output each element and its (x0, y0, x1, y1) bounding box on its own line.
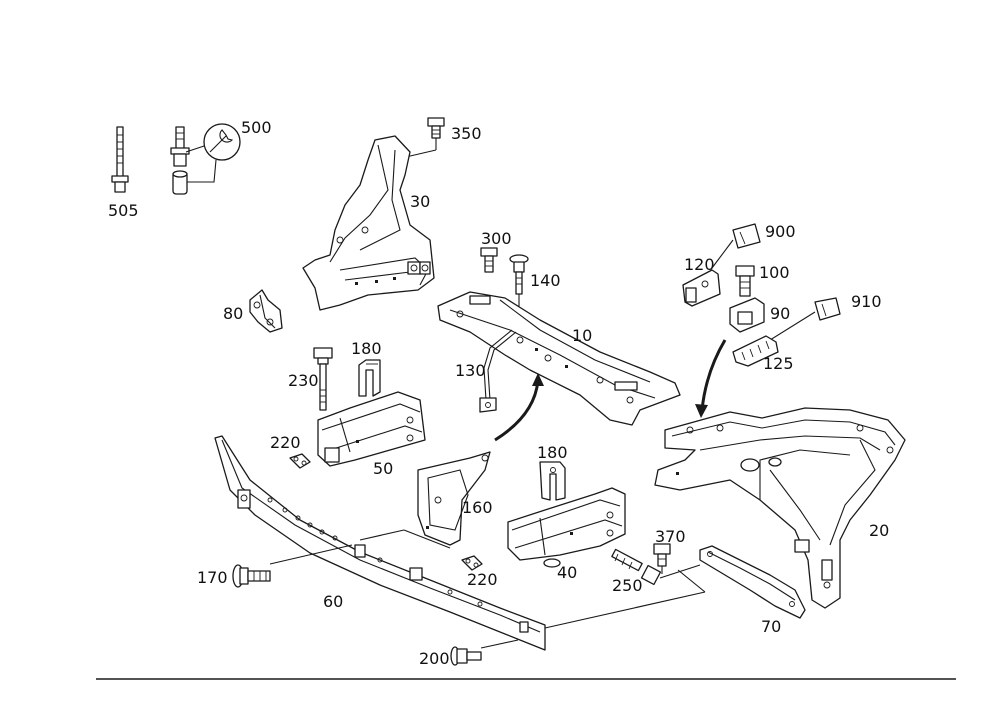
part-70-bracket (699, 545, 806, 619)
label-180-upper: 180 (351, 339, 382, 358)
part-370-bolt (653, 543, 671, 574)
label-350: 350 (451, 124, 482, 143)
part-505-long-bolt (111, 126, 129, 193)
arrow-to-carrier (695, 339, 727, 418)
part-500-bolt-set (170, 123, 241, 195)
label-500: 500 (241, 118, 272, 137)
label-90: 90 (770, 304, 790, 323)
label-910: 910 (851, 292, 882, 311)
label-30: 30 (410, 192, 430, 211)
part-230-bolt (313, 347, 333, 411)
wrench-icon (203, 123, 241, 161)
part-300-bolt (480, 247, 498, 273)
part-20-carrier (654, 407, 906, 609)
part-90-connector (729, 297, 765, 333)
label-370: 370 (655, 527, 686, 546)
part-900-tag (711, 223, 761, 269)
part-labels: 505 500 350 30 300 140 10 80 180 230 130… (108, 118, 889, 668)
part-180-clip-upper (358, 359, 381, 397)
part-125-harness (732, 335, 779, 367)
label-170: 170 (197, 568, 228, 587)
label-180-lower: 180 (537, 443, 568, 462)
part-120-clip (682, 269, 721, 307)
part-200-bolt (450, 639, 519, 666)
part-100-bolt (735, 265, 755, 297)
label-40: 40 (557, 563, 577, 582)
part-40-bracket (507, 487, 626, 568)
part-80-bracket (249, 289, 283, 333)
label-130: 130 (455, 361, 486, 380)
label-100: 100 (759, 263, 790, 282)
label-80: 80 (223, 304, 243, 323)
label-20: 20 (869, 521, 889, 540)
part-130-rod (479, 329, 517, 413)
label-300: 300 (481, 229, 512, 248)
label-60: 60 (323, 592, 343, 611)
label-220-lower: 220 (467, 570, 498, 589)
part-220-clip-upper (289, 453, 311, 469)
label-230: 230 (288, 371, 319, 390)
part-160-plate (417, 451, 491, 546)
label-125: 125 (763, 354, 794, 373)
label-900: 900 (765, 222, 796, 241)
label-160: 160 (462, 498, 493, 517)
part-250-bolt (544, 548, 706, 629)
label-70: 70 (761, 617, 781, 636)
part-180-clip-lower (539, 461, 566, 501)
label-200: 200 (419, 649, 450, 668)
label-140: 140 (530, 271, 561, 290)
part-50-bracket (317, 391, 426, 467)
part-220-clip-lower (461, 555, 483, 571)
part-170-bolt (232, 544, 353, 588)
label-120: 120 (684, 255, 715, 274)
label-50: 50 (373, 459, 393, 478)
label-10: 10 (572, 326, 592, 345)
label-250: 250 (612, 576, 643, 595)
part-10-cross-member (437, 291, 681, 426)
label-220-upper: 220 (270, 433, 301, 452)
part-60-bumper-beam (214, 435, 546, 651)
label-505: 505 (108, 201, 139, 220)
part-30-headlamp-bracket (302, 135, 435, 311)
arrow-to-cross-member (494, 373, 544, 442)
